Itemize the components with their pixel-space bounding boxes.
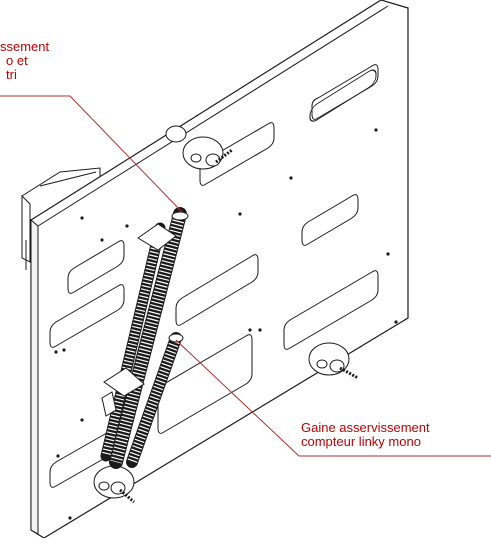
conduit-end xyxy=(171,211,189,221)
callout-top-line: ssement xyxy=(0,39,50,54)
conduits xyxy=(100,207,189,469)
callout-top: ssement o et tri xyxy=(0,40,49,82)
slot xyxy=(67,240,125,294)
hole xyxy=(125,224,129,228)
standoff-post xyxy=(205,153,221,167)
callout-bottom-line: compteur linky mono xyxy=(301,434,421,449)
conduit-main-ribs xyxy=(110,212,186,464)
rear-enclosure-side xyxy=(21,194,31,263)
hole xyxy=(289,176,293,180)
screw-thread xyxy=(119,488,135,504)
cap xyxy=(165,125,187,143)
hole xyxy=(68,516,72,520)
conduit-end xyxy=(168,333,184,343)
callout-bottom-line: Gaine asservissement xyxy=(301,420,430,435)
hole xyxy=(54,350,58,354)
slot xyxy=(49,284,125,348)
hole xyxy=(100,238,104,242)
clamp xyxy=(101,391,117,417)
leaders xyxy=(0,95,491,457)
hole xyxy=(238,212,242,216)
callout-top-line: tri xyxy=(6,67,17,82)
plate-thickness xyxy=(30,218,39,535)
hole xyxy=(248,328,252,332)
hole xyxy=(374,128,378,132)
hole xyxy=(386,252,390,256)
clamp xyxy=(103,367,145,397)
plate-face xyxy=(30,0,409,539)
hole xyxy=(394,320,398,324)
hole xyxy=(258,328,262,332)
hole xyxy=(62,348,66,352)
callout-bottom: Gaine asservissement compteur linky mono xyxy=(301,421,430,449)
standoff-post xyxy=(98,481,110,491)
conduit-linky-ribs xyxy=(127,336,181,464)
standoff-top xyxy=(165,125,233,170)
hole xyxy=(80,418,84,422)
clamp xyxy=(137,223,177,251)
standoffs xyxy=(93,125,359,504)
standoff-post xyxy=(316,359,328,369)
rear-enclosure-edge xyxy=(39,171,97,187)
standoff-post xyxy=(329,359,345,373)
standoff-bottom xyxy=(93,465,135,504)
slot xyxy=(175,254,259,326)
conduit-second-ribs xyxy=(101,226,165,458)
plate-top-edge xyxy=(37,5,389,227)
callout-top-line: o et xyxy=(6,53,28,68)
hole xyxy=(80,216,84,220)
plate xyxy=(30,0,409,539)
clamps xyxy=(101,223,177,417)
leader-top xyxy=(0,95,183,213)
slot xyxy=(301,194,359,246)
standoff-right xyxy=(308,342,359,380)
slot xyxy=(283,270,379,350)
leader-bottom xyxy=(175,339,491,457)
slot xyxy=(311,64,379,120)
holes xyxy=(54,128,398,520)
hole xyxy=(56,454,60,458)
standoff-post xyxy=(190,153,202,163)
